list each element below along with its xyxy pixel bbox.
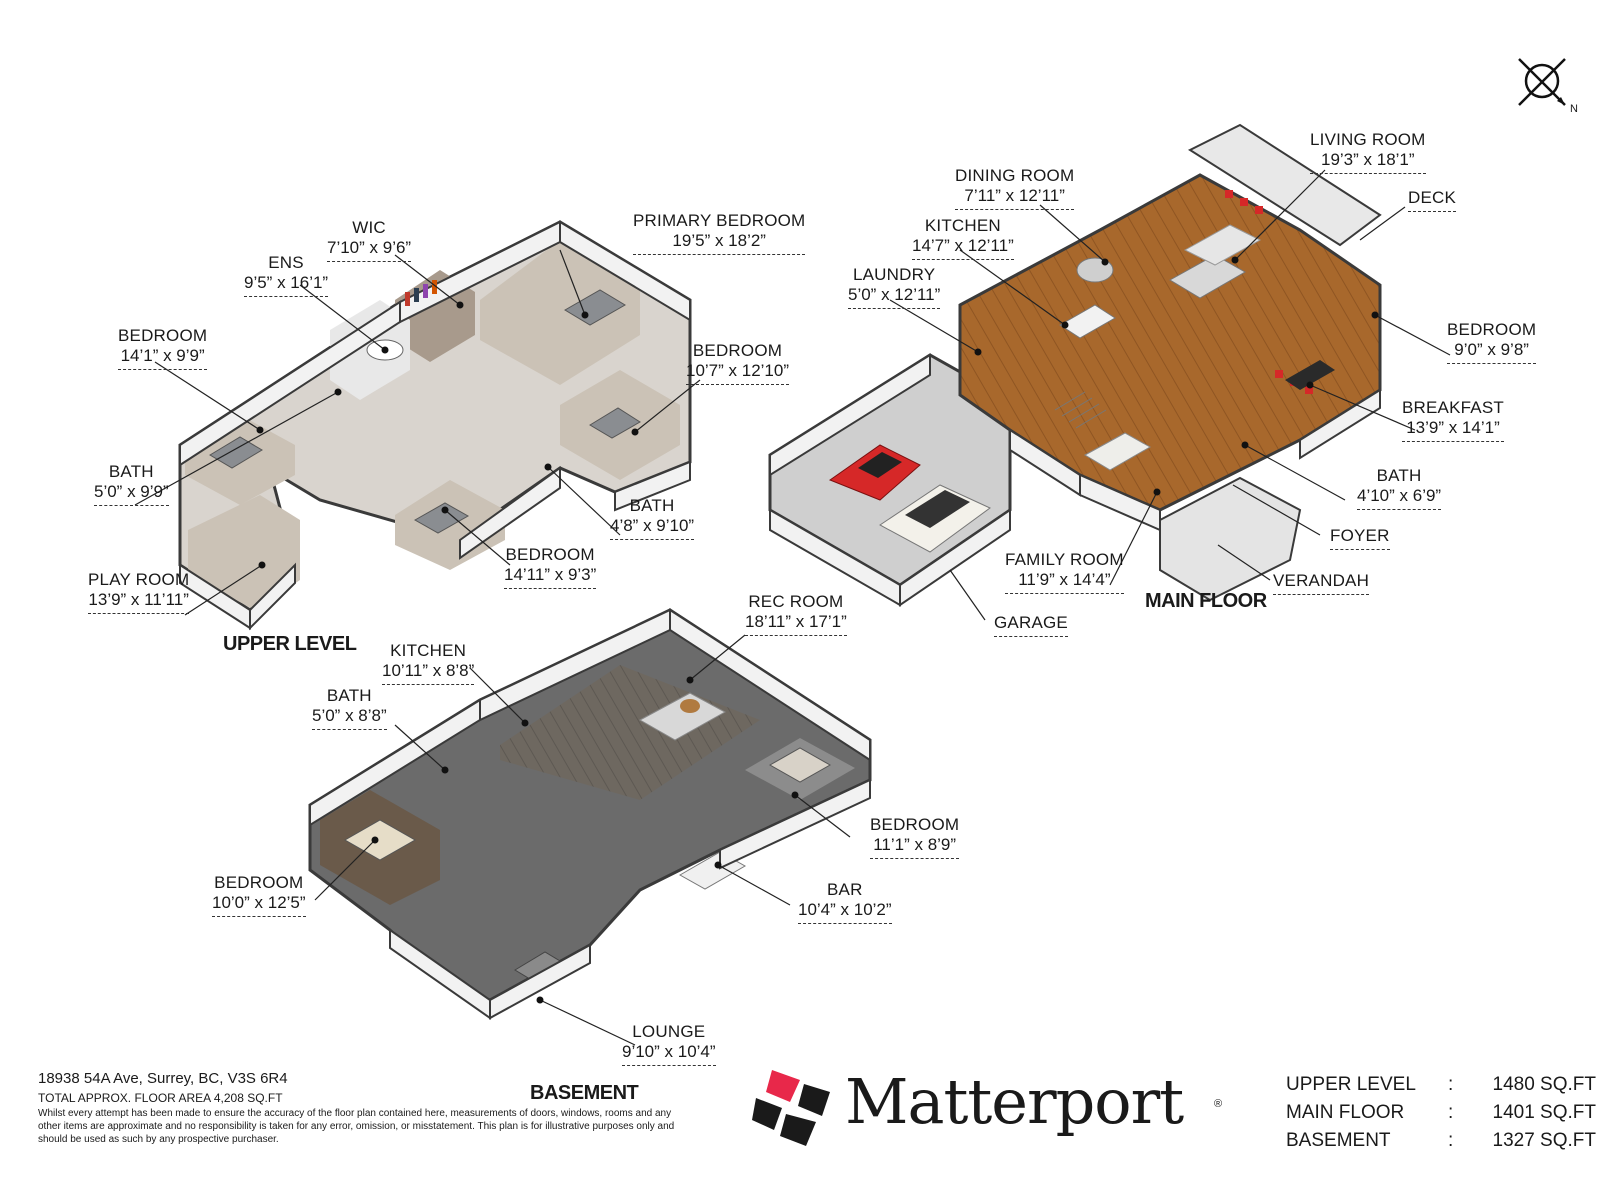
area-summary: UPPER LEVEL : 1480 SQ.FT MAIN FLOOR : 14… — [1286, 1074, 1596, 1158]
room-label-bath-up1: BATH 5’0” x 9’9” — [94, 462, 169, 506]
room-label-bedroom-up3: BEDROOM 14’11” x 9’3” — [504, 545, 597, 589]
total-floor-area: TOTAL APPROX. FLOOR AREA 4,208 SQ.FT — [38, 1091, 283, 1105]
room-label-verandah: VERANDAH — [1273, 571, 1370, 595]
deck-floor — [1187, 123, 1382, 247]
basement-plan — [308, 608, 872, 1020]
room-label-bar: BAR 10’4” x 10’2” — [798, 880, 892, 924]
room-label-bath-base: BATH 5’0” x 8’8” — [312, 686, 387, 730]
room-label-lounge: LOUNGE 9’10” x 10’4” — [622, 1022, 716, 1066]
room-label-family-room: FAMILY ROOM 11’9” x 14’4” — [1005, 550, 1124, 594]
verandah-floor — [1159, 476, 1302, 602]
matterport-logo-icon — [752, 1070, 830, 1146]
room-label-rec-room: REC ROOM 18’11” x 17’1” — [745, 592, 847, 636]
play-room-floor — [188, 495, 300, 610]
area-row-main: MAIN FLOOR : 1401 SQ.FT — [1286, 1102, 1596, 1123]
room-label-ens: ENS 9’5” x 16’1” — [244, 253, 329, 297]
room-label-kitchen-main: KITCHEN 14’7” x 12’11” — [912, 216, 1014, 260]
room-label-kitchen-base: KITCHEN 10’11” x 8’8” — [382, 641, 475, 685]
room-label-bedroom-base1: BEDROOM 11’1” x 8’9” — [870, 815, 960, 859]
area-row-basement: BASEMENT : 1327 SQ.FT — [1286, 1130, 1596, 1151]
compass-icon — [1518, 58, 1566, 106]
room-label-bedroom-up2: BEDROOM 10’7” x 12’10” — [686, 341, 790, 385]
property-address: 18938 54A Ave, Surrey, BC, V3S 6R4 — [38, 1070, 288, 1087]
primary-bedroom-floor — [480, 240, 640, 385]
level-title-main: MAIN FLOOR — [1145, 590, 1267, 612]
room-label-deck: DECK — [1408, 188, 1457, 212]
room-dim: 7’10” x 9’6” — [327, 238, 412, 257]
registered-mark: ® — [1214, 1098, 1223, 1110]
room-markers — [256, 256, 1379, 1004]
main-floor-plan — [768, 123, 1382, 607]
room-name: WIC — [352, 218, 386, 237]
room-label-dining-room: DINING ROOM 7’11” x 12’11” — [955, 166, 1075, 210]
disclaimer-text: Whilst every attempt has been made to en… — [38, 1108, 675, 1145]
room-label-bedroom-up1: BEDROOM 14’1” x 9’9” — [118, 326, 208, 370]
label-leaders — [134, 169, 1451, 1046]
room-label-breakfast: BREAKFAST 13’9” x 14’1” — [1402, 398, 1504, 442]
room-label-bath-main: BATH 4’10” x 6’9” — [1357, 466, 1442, 510]
basement-bedroom2-bed — [768, 747, 832, 783]
room-label-bath-up2: BATH 4’8” x 9’10” — [610, 496, 695, 540]
room-label-wic: WIC 7’10” x 9’6” — [327, 218, 412, 262]
upper-level-plan — [178, 220, 692, 631]
level-title-basement: BASEMENT — [530, 1082, 639, 1104]
area-row-upper: UPPER LEVEL : 1480 SQ.FT — [1286, 1074, 1596, 1095]
brand-name: Matterport — [845, 1065, 1184, 1138]
room-label-bedroom-main: BEDROOM 9’0” x 9’8” — [1447, 320, 1537, 364]
room-label-play-room: PLAY ROOM 13’9” x 11’11” — [88, 570, 190, 614]
garage-cars — [828, 444, 991, 553]
room-label-laundry: LAUNDRY 5’0” x 12’11” — [848, 265, 941, 309]
room-label-primary-bedroom: PRIMARY BEDROOM 19’5” x 18’2” — [633, 211, 806, 255]
compass-label: N — [1570, 103, 1578, 115]
room-label-living-room: LIVING ROOM 19’3” x 18’1” — [1310, 130, 1426, 174]
room-label-bedroom-base2: BEDROOM 10’0” x 12’5” — [212, 873, 306, 917]
basement-bed — [343, 819, 417, 861]
level-title-upper: UPPER LEVEL — [223, 633, 357, 655]
room-label-foyer: FOYER — [1330, 526, 1390, 550]
room-label-garage: GARAGE — [994, 613, 1068, 637]
